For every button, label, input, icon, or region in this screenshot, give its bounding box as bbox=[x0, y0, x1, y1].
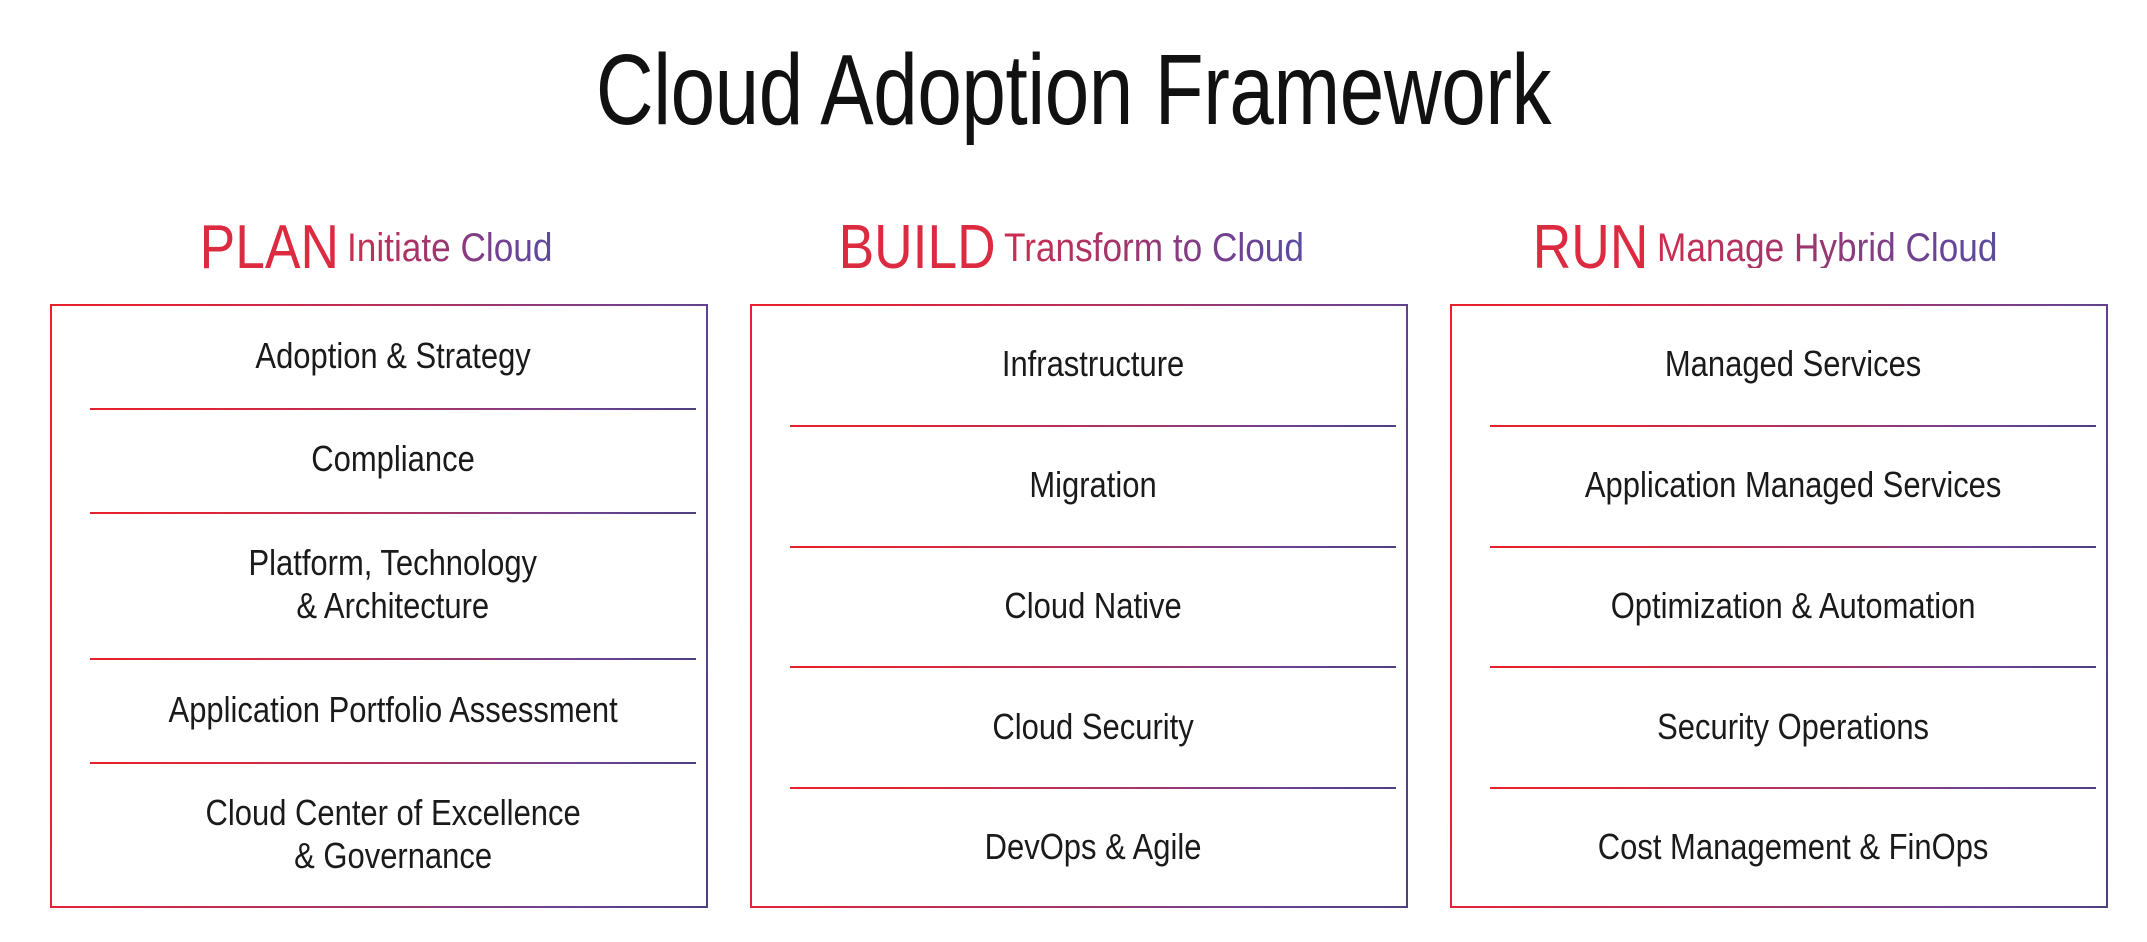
capability-label: Cost Management & FinOps bbox=[1597, 826, 1989, 868]
capability-row[interactable]: Migration bbox=[790, 424, 1396, 546]
capability-row[interactable]: DevOps & Agile bbox=[790, 787, 1396, 908]
phase-box-run: Managed Services Application Managed Ser… bbox=[1450, 304, 2108, 908]
capability-label: Application Portfolio Assessment bbox=[168, 688, 618, 730]
capability-label: Managed Services bbox=[1664, 343, 1922, 385]
phase-box-build: Infrastructure Migration Cloud Native Cl… bbox=[750, 304, 1408, 908]
capability-row[interactable]: Optimization & Automation bbox=[1490, 545, 2096, 667]
phase-name-build: BUILD bbox=[838, 213, 996, 282]
phase-column-run: RUN Manage Hybrid Cloud Managed Services… bbox=[1450, 198, 2108, 908]
phase-box-plan: Adoption & Strategy Compliance Platform,… bbox=[50, 304, 708, 908]
phase-column-plan: PLAN Initiate Cloud Adoption & Strategy … bbox=[50, 198, 708, 908]
phase-header-plan: PLAN Initiate Cloud bbox=[50, 198, 708, 304]
capability-label: Migration bbox=[1029, 463, 1157, 505]
capability-row[interactable]: Adoption & Strategy bbox=[90, 304, 696, 408]
capability-label: Cloud Security bbox=[992, 705, 1194, 747]
phase-column-build: BUILD Transform to Cloud Infrastructure … bbox=[750, 198, 1408, 908]
capability-label: Application Managed Services bbox=[1584, 463, 2002, 505]
capability-row[interactable]: Cloud Security bbox=[790, 666, 1396, 787]
capability-label: Cloud Native bbox=[1004, 584, 1182, 626]
capability-list-build: Infrastructure Migration Cloud Native Cl… bbox=[750, 304, 1408, 908]
phase-header-run: RUN Manage Hybrid Cloud bbox=[1450, 198, 2108, 304]
phase-name-run: RUN bbox=[1533, 213, 1649, 282]
capability-row[interactable]: Security Operations bbox=[1490, 666, 2096, 787]
capability-label: Adoption & Strategy bbox=[255, 334, 531, 376]
capability-row[interactable]: Compliance bbox=[90, 407, 696, 512]
capability-label: Security Operations bbox=[1657, 705, 1929, 747]
capability-list-run: Managed Services Application Managed Ser… bbox=[1450, 304, 2108, 908]
capability-row[interactable]: Application Managed Services bbox=[1490, 424, 2096, 546]
capability-label: Cloud Center of Excellence & Governance bbox=[205, 792, 581, 876]
phase-header-build: BUILD Transform to Cloud bbox=[750, 198, 1408, 304]
capability-row[interactable]: Application Portfolio Assessment bbox=[90, 657, 696, 762]
capability-row[interactable]: Cloud Center of Excellence & Governance bbox=[90, 761, 696, 908]
phase-tagline-run: Manage Hybrid Cloud bbox=[1656, 226, 1998, 270]
capability-label: DevOps & Agile bbox=[984, 826, 1202, 868]
capability-row[interactable]: Cloud Native bbox=[790, 545, 1396, 667]
phase-name-plan: PLAN bbox=[199, 213, 340, 282]
capability-row[interactable]: Managed Services bbox=[1490, 304, 2096, 425]
page-title: Cloud Adoption Framework bbox=[595, 34, 1552, 146]
capability-label: Infrastructure bbox=[1001, 343, 1185, 385]
capability-row[interactable]: Platform, Technology & Architecture bbox=[90, 511, 696, 658]
capability-label: Compliance bbox=[311, 438, 475, 480]
capability-label: Platform, Technology & Architecture bbox=[248, 542, 538, 626]
capability-list-plan: Adoption & Strategy Compliance Platform,… bbox=[50, 304, 708, 908]
phase-tagline-build: Transform to Cloud bbox=[1003, 226, 1304, 270]
capability-row[interactable]: Infrastructure bbox=[790, 304, 1396, 425]
capability-row[interactable]: Cost Management & FinOps bbox=[1490, 787, 2096, 908]
capability-label: Optimization & Automation bbox=[1610, 584, 1976, 626]
phase-columns: PLAN Initiate Cloud Adoption & Strategy … bbox=[50, 198, 2108, 908]
phase-tagline-plan: Initiate Cloud bbox=[347, 226, 553, 270]
